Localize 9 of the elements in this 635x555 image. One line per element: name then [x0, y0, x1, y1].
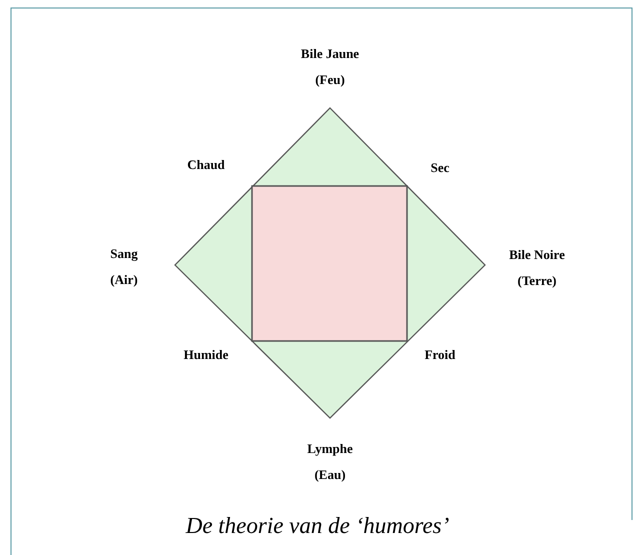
humour-label: Bile Jaune (Feu)	[300, 45, 360, 89]
quality-label: Chaud	[187, 156, 225, 174]
quality-label: Sec	[430, 159, 450, 177]
humour-label: Sang (Air)	[109, 245, 139, 289]
quality-label: Humide	[184, 346, 228, 364]
humour-label: Bile Noire (Terre)	[508, 246, 566, 290]
humour-label: Lymphe (Eau)	[306, 440, 354, 484]
quality-label: Froid	[424, 346, 456, 364]
caption: De theorie van de ‘humores’	[184, 513, 450, 539]
